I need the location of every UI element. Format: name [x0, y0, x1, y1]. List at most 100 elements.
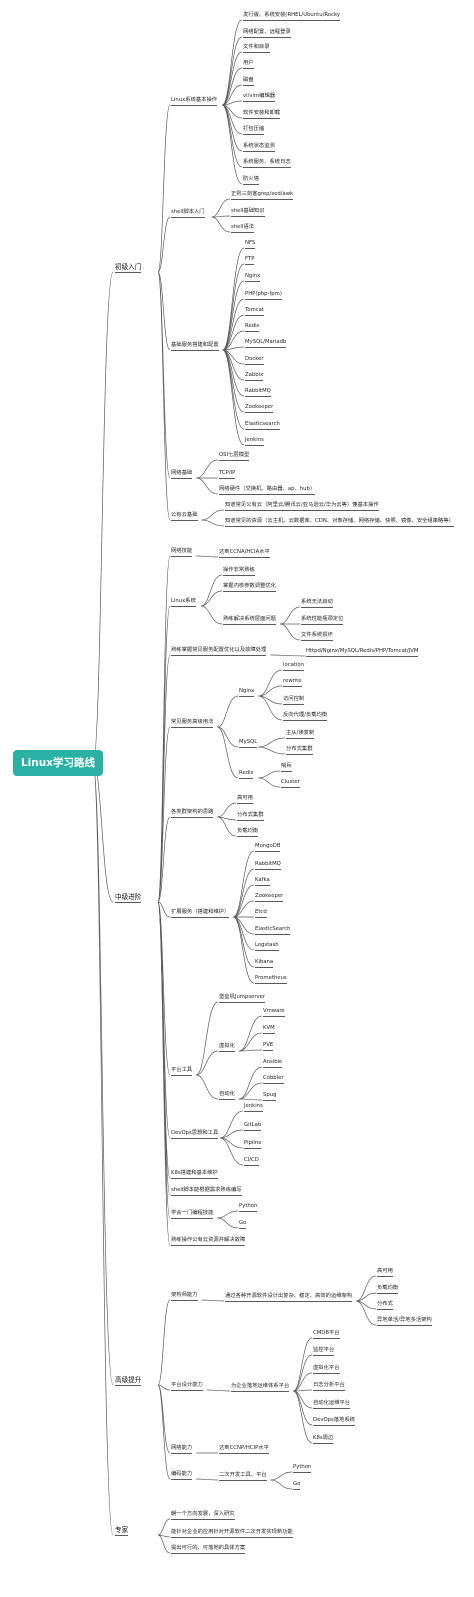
level2-node-1-8[interactable]: K8s搭建和基本维护	[171, 1170, 218, 1179]
level3-node-0-2-6[interactable]: MySQL/Mariadb	[245, 339, 287, 348]
level3-node-1-4-1[interactable]: 分布式集群	[237, 812, 264, 821]
level3-node-1-5-5[interactable]: ElasticSearch	[255, 926, 291, 935]
level3-node-1-3-0[interactable]: Nginx	[239, 688, 255, 697]
level3-node-1-3-2[interactable]: Redis	[239, 770, 254, 779]
level3-node-0-2-10[interactable]: Zookeeper	[245, 404, 274, 413]
level2-node-1-7[interactable]: DevOps思想和工具	[171, 1130, 219, 1139]
level2-node-2-2[interactable]: 网络能力	[171, 1445, 193, 1454]
level3-node-1-10-1[interactable]: Go	[239, 1220, 247, 1229]
level2-node-2-1[interactable]: 平台设计能力	[171, 1382, 203, 1391]
level3-node-1-10-0[interactable]: Python	[239, 1203, 258, 1212]
level3-node-1-6-1[interactable]: 虚拟化	[219, 1043, 235, 1052]
level3-node-1-7-3[interactable]: CI/CD	[244, 1157, 259, 1166]
level4-node-1-6-2-2[interactable]: Spug	[263, 1092, 277, 1101]
level3-node-1-1-0[interactable]: 操作非常熟练	[223, 567, 255, 576]
level2-node-3-0[interactable]: 朝一个方向发展，深入研究	[171, 1511, 235, 1520]
level3-node-0-0-10[interactable]: 防火墙	[243, 176, 259, 185]
level2-node-2-3[interactable]: 编码能力	[171, 1471, 193, 1480]
level3-node-0-1-1[interactable]: shell基础知识	[231, 208, 265, 217]
level3-node-0-2-2[interactable]: Nginx	[245, 273, 261, 282]
level3-node-0-2-0[interactable]: NFS	[245, 240, 256, 249]
level3-node-1-1-2[interactable]: 熟练解决系统层面问题	[223, 616, 276, 625]
level3-node-1-5-8[interactable]: Prometheus	[255, 975, 287, 984]
level3-node-1-5-4[interactable]: Etcd	[255, 909, 267, 918]
level4-node-2-1-0-6[interactable]: K8s周边	[313, 1435, 334, 1444]
level4-node-1-3-0-2[interactable]: 访问控制	[283, 696, 305, 705]
level4-node-2-0-0-3[interactable]: 异地单活/异地多活架构	[377, 1317, 432, 1326]
level2-node-1-2[interactable]: 熟练掌握常见服务配置优化以及故障处理	[171, 647, 267, 656]
root-node[interactable]: Linux学习路线	[13, 750, 103, 776]
level3-node-0-4-0[interactable]: 知道常见公有云（阿里云/腾讯云/亚马逊云/华为云等）懂基本操作	[225, 502, 379, 511]
level3-node-1-6-0[interactable]: 堡垒机Jumpserver	[219, 994, 266, 1003]
level2-node-1-0[interactable]: 网络技能	[171, 548, 193, 557]
level2-node-0-2[interactable]: 基础服务搭建和配置	[171, 342, 219, 351]
level4-node-2-1-0-5[interactable]: DevOps落地系统	[313, 1417, 355, 1426]
level3-node-0-2-9[interactable]: RabbitMQ	[245, 388, 271, 397]
level4-node-2-0-0-2[interactable]: 分布式	[377, 1301, 393, 1310]
level4-node-2-0-0-0[interactable]: 高可用	[377, 1268, 393, 1277]
level3-node-0-2-8[interactable]: Zabbix	[245, 372, 264, 381]
level3-node-1-7-0[interactable]: Jenkins	[244, 1103, 263, 1112]
level3-node-1-2-0[interactable]: Httpd/Nginx/MySQL/Redis/PHP/Tomcat/JVM	[306, 648, 419, 657]
level1-node-2[interactable]: 高级提升	[115, 1377, 142, 1386]
level3-node-0-0-7[interactable]: 打包压缩	[243, 126, 265, 135]
level2-node-3-1[interactable]: 能针对企业的应用针对开源软件二次开发实现新功能	[171, 1529, 293, 1538]
level2-node-3-2[interactable]: 提出可行的、可落地的具体方案	[171, 1545, 246, 1554]
level3-node-1-5-0[interactable]: MongoDB	[255, 843, 281, 852]
level1-node-3[interactable]: 专家	[115, 1527, 129, 1536]
level2-node-1-6[interactable]: 平台工具	[171, 1067, 193, 1076]
level3-node-0-0-5[interactable]: vi/vim编辑器	[243, 93, 276, 102]
level3-node-1-5-2[interactable]: Kafka	[255, 877, 270, 886]
level3-node-1-5-6[interactable]: Logstash	[255, 942, 279, 951]
level3-node-0-2-5[interactable]: Redis	[245, 323, 260, 332]
level3-node-1-4-0[interactable]: 高可用	[237, 795, 253, 804]
level3-node-0-4-1[interactable]: 知道常见的资源（云主机、云数据库、CDN、对象存储、网络存储、快照、镜像、安全组…	[225, 518, 454, 527]
level3-node-0-2-7[interactable]: Docker	[245, 356, 264, 365]
level1-node-0[interactable]: 初级入门	[115, 264, 142, 273]
level3-node-1-7-1[interactable]: GitLab	[244, 1122, 262, 1131]
level3-node-0-2-4[interactable]: Tomcat	[245, 307, 264, 316]
level4-node-1-6-1-2[interactable]: PVE	[263, 1042, 274, 1051]
level3-node-2-0-0[interactable]: 通过各种开源软件设计出复杂、稳定、高效的运维架构	[225, 1293, 353, 1302]
level4-node-1-6-1-0[interactable]: Vmware	[263, 1008, 285, 1017]
level4-node-1-3-2-0[interactable]: 哨兵	[281, 763, 292, 772]
level4-node-2-1-0-4[interactable]: 自动化运维平台	[313, 1400, 351, 1409]
level4-node-1-3-0-3[interactable]: 反向代理/负载均衡	[283, 712, 328, 721]
level2-node-0-3[interactable]: 网络基础	[171, 470, 193, 479]
level4-node-1-3-0-1[interactable]: rewrite	[283, 678, 302, 687]
level3-node-0-0-3[interactable]: 用户	[243, 60, 254, 69]
level2-node-0-0[interactable]: Linux系统基本操作	[171, 97, 218, 106]
level2-node-1-4[interactable]: 各类群架构的思路	[171, 809, 214, 818]
level4-node-1-1-2-1[interactable]: 系统性能瓶颈定位	[301, 616, 344, 625]
level2-node-1-5[interactable]: 扩展服务（搭建和维护）	[171, 909, 230, 918]
level2-node-1-3[interactable]: 常见服务高级用法	[171, 719, 214, 728]
level3-node-0-0-2[interactable]: 文件和目录	[243, 44, 270, 53]
level4-node-2-1-0-0[interactable]: CMDB平台	[313, 1330, 340, 1339]
level3-node-1-5-3[interactable]: Zookeeper	[255, 893, 284, 902]
level4-node-2-0-0-1[interactable]: 负载均衡	[377, 1285, 399, 1294]
level3-node-1-6-2[interactable]: 自动化	[219, 1091, 235, 1100]
level4-node-1-6-1-1[interactable]: KVM	[263, 1025, 275, 1034]
level2-node-1-1[interactable]: Linux系统	[171, 598, 196, 607]
level3-node-1-7-2[interactable]: Pipline	[244, 1140, 262, 1149]
level3-node-0-0-9[interactable]: 系统服务、系统日志	[243, 159, 291, 168]
level3-node-0-0-1[interactable]: 网络配置、远程登录	[243, 29, 291, 38]
level3-node-1-1-1[interactable]: 掌握内核参数调整优化	[223, 583, 276, 592]
level4-node-2-1-0-2[interactable]: 虚拟化平台	[313, 1365, 340, 1374]
level3-node-0-1-0[interactable]: 正则三剑客grep/sed/awk	[231, 191, 294, 200]
level3-node-0-3-0[interactable]: OSI七层模型	[219, 452, 250, 461]
level3-node-0-2-12[interactable]: Jenkins	[245, 437, 264, 446]
level3-node-1-5-7[interactable]: Kibana	[255, 959, 274, 968]
level3-node-0-2-3[interactable]: PHP(php-fpm)	[245, 291, 282, 300]
level3-node-0-2-1[interactable]: FTP	[245, 256, 255, 265]
level2-node-0-4[interactable]: 公有云基础	[171, 512, 198, 521]
level3-node-1-4-2[interactable]: 负载均衡	[237, 828, 259, 837]
level4-node-1-3-2-1[interactable]: Cluster	[281, 779, 300, 788]
level4-node-1-6-2-0[interactable]: Ansible	[263, 1059, 283, 1068]
level4-node-1-6-2-1[interactable]: Cobbler	[263, 1075, 284, 1084]
level3-node-2-3-0[interactable]: 二次开发工具、平台	[219, 1472, 267, 1481]
level3-node-0-1-2[interactable]: shell语法	[231, 224, 254, 233]
level4-node-2-3-0-1[interactable]: Go	[293, 1481, 301, 1490]
level2-node-0-1[interactable]: shell脚本入门	[171, 209, 205, 218]
level2-node-1-9[interactable]: shell脚本能根据需求熟练编写	[171, 1187, 242, 1196]
